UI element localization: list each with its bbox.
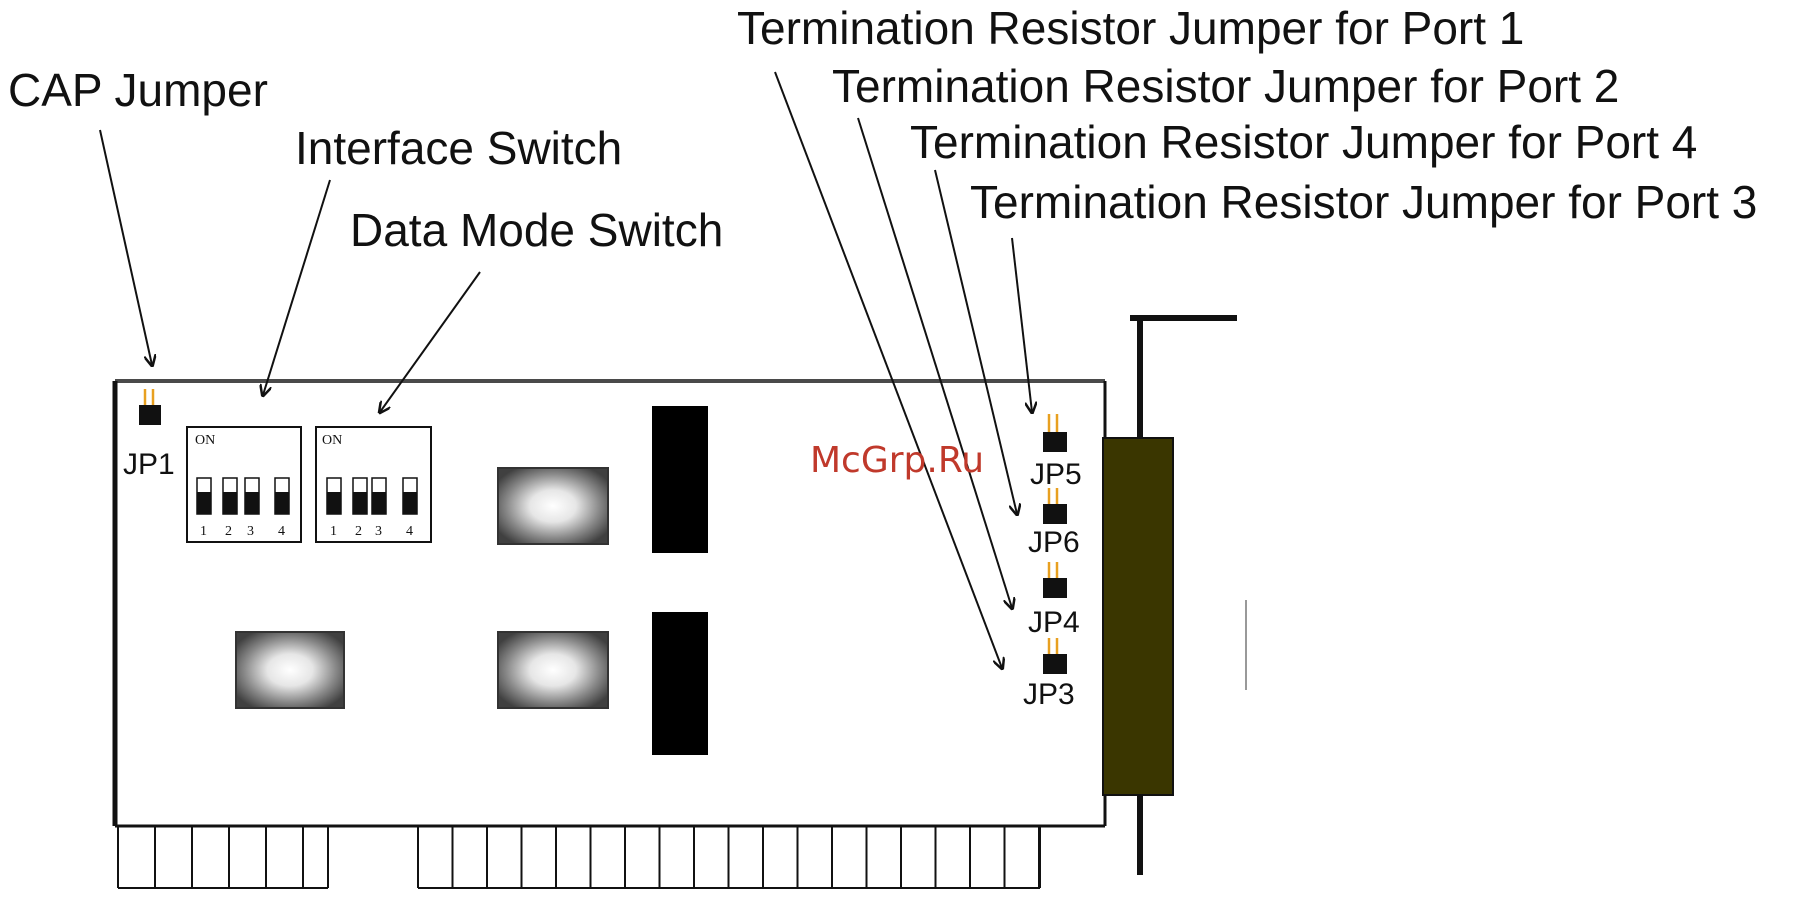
interface-switch-label: Interface Switch [295, 122, 622, 174]
dip-on-label: ON [322, 433, 342, 448]
dip-number: 2 [225, 524, 232, 539]
db-connector [1103, 438, 1173, 795]
arrow-interface-switch [263, 180, 330, 395]
dip-number: 3 [375, 524, 382, 539]
data-mode-switch: ON 1 2 3 4 [316, 427, 431, 542]
arrow-data-mode-switch [380, 272, 480, 412]
jumper-jp5: JP5 [1030, 414, 1082, 491]
arrow-cap-jumper [100, 130, 152, 365]
jumper-jp4: JP4 [1028, 562, 1080, 639]
term-port2-label: Termination Resistor Jumper for Port 2 [832, 60, 1619, 112]
jp6-label: JP6 [1028, 526, 1080, 559]
jp5-label: JP5 [1030, 458, 1082, 491]
cap-jumper-label: CAP Jumper [8, 64, 268, 116]
ic-chip-tall-bottom [652, 612, 708, 755]
ic-chip-square-right [498, 632, 608, 708]
jp3-label: JP3 [1023, 678, 1075, 711]
term-port1-label: Termination Resistor Jumper for Port 1 [737, 2, 1524, 54]
jumper-jp6: JP6 [1028, 488, 1080, 559]
jp1-label: JP1 [123, 448, 175, 481]
arrow-port3 [1012, 238, 1032, 412]
term-port4-label: Termination Resistor Jumper for Port 4 [910, 116, 1697, 168]
edge-connector [118, 826, 1040, 888]
dip-number: 1 [330, 524, 337, 539]
jumper-jp3: JP3 [1023, 638, 1075, 711]
dip-number: 4 [406, 524, 413, 539]
dip-number: 2 [355, 524, 362, 539]
dip-number: 3 [247, 524, 254, 539]
ic-chip-square-left [236, 632, 344, 708]
data-mode-switch-label: Data Mode Switch [350, 204, 723, 256]
term-port3-label: Termination Resistor Jumper for Port 3 [970, 176, 1757, 228]
interface-switch: ON 1 2 3 4 [187, 427, 301, 542]
watermark-text: McGrp.Ru [810, 440, 984, 481]
ic-chip-square-top [498, 468, 608, 544]
dip-number: 1 [200, 524, 207, 539]
jumper-jp1: JP1 [123, 389, 175, 481]
ic-chip-tall-top [652, 406, 708, 553]
jp4-label: JP4 [1028, 606, 1080, 639]
dip-on-label: ON [195, 433, 215, 448]
dip-number: 4 [278, 524, 285, 539]
